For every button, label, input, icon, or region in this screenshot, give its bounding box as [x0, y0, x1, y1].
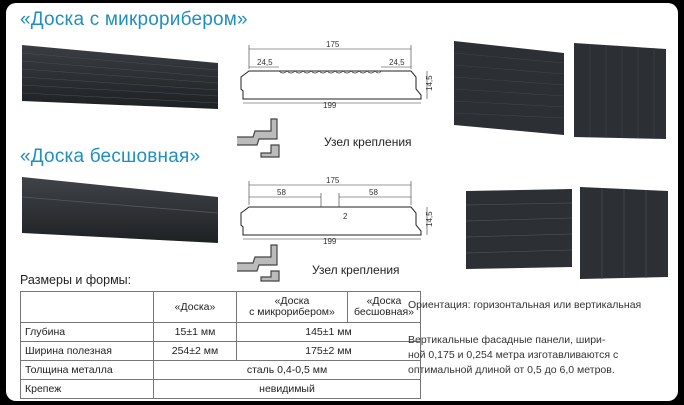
dim-total: 175 [326, 40, 340, 49]
specs-heading: Размеры и формы: [20, 273, 132, 287]
dim-right: 58 [369, 188, 378, 197]
dim-right: 24,5 [389, 58, 405, 67]
seamless-profile-drawing: 175 58 58 2 199 14,5 [240, 176, 434, 245]
dim-left: 24,5 [257, 58, 273, 67]
section-title-seamless: «Доска бесшовная» [20, 146, 201, 167]
seamless-plank-image [21, 177, 219, 243]
product-sheet: «Доска с микрорибером» 175 24,5 24,5 199 [6, 3, 678, 401]
microrib-vertical-panel [574, 43, 666, 139]
description-text: Вертикальные фасадные панели, шири- ной … [408, 333, 618, 378]
dim-bottom: 199 [323, 101, 337, 109]
microrib-profile-drawing: 175 24,5 24,5 199 14,5 [240, 40, 434, 109]
orientation-text: Ориентация: горизонтальная или вертикаль… [408, 299, 642, 311]
section-title-microrib: «Доска с микрорибером» [20, 9, 248, 30]
seamless-fastener-label: Узел крепления [312, 263, 400, 277]
dim-height: 14,5 [425, 75, 434, 91]
dim-bottom: 199 [323, 237, 337, 245]
description-line: ной 0,175 и 0,254 метра изготавливаются … [408, 349, 619, 361]
microrib-plank-image [21, 45, 219, 109]
seamless-vertical-panel [580, 187, 668, 279]
table-row: Толщина металла сталь 0,4-0,5 мм [20, 360, 421, 380]
table-row: Ширина полезная 254±2 мм 175±2 мм [20, 341, 421, 361]
microrib-fastener-drawing [237, 118, 280, 158]
description-line: Вертикальные фасадные панели, шири- [408, 334, 606, 346]
dim-left: 58 [277, 188, 286, 197]
table-row: Крепеж невидимый [20, 379, 421, 399]
description-line: оптимальной длиной от 0,5 до 6,0 метров. [408, 364, 615, 376]
dim-height: 14,5 [425, 211, 434, 227]
table-row: Глубина 15±1 мм 145±1 мм [20, 322, 421, 342]
dim-total: 175 [326, 176, 340, 185]
dim-gap: 2 [343, 212, 348, 221]
microrib-horizontal-panel [453, 41, 565, 135]
table-header-empty [20, 291, 154, 323]
microrib-fastener-label: Узел крепления [324, 135, 412, 149]
table-header-doska: «Доска» [153, 291, 237, 323]
seamless-horizontal-panel [465, 189, 573, 269]
seamless-fastener-drawing [237, 244, 280, 282]
